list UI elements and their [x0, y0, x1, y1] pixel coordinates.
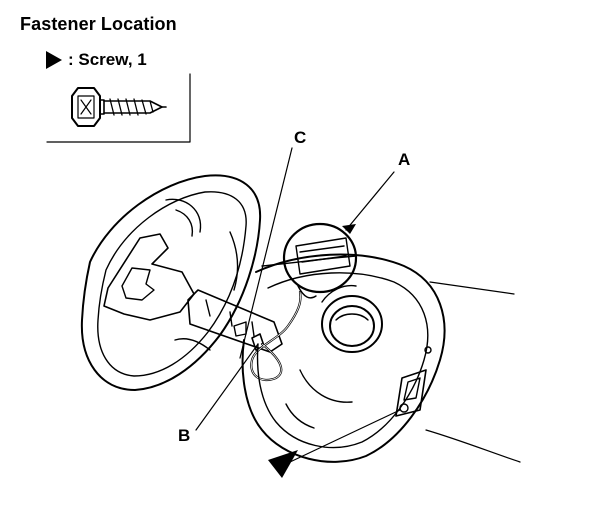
leader-a-arrowhead: [342, 224, 356, 234]
callout-c: C: [294, 128, 307, 147]
leader-c: [239, 147, 293, 359]
triangle-pointer-icon: [46, 51, 62, 69]
fastener-legend: : Screw, 1: [46, 50, 147, 70]
callout-b: B: [178, 426, 191, 445]
filler-housing: [241, 253, 521, 463]
legend-box: [46, 73, 191, 143]
callout-a: A: [398, 150, 411, 169]
legend-label: : Screw, 1: [68, 50, 147, 69]
leader-a: [345, 171, 395, 231]
leader-b: [195, 343, 259, 431]
page-title: Fastener Location: [20, 14, 177, 34]
leader-screw: [289, 409, 401, 463]
screw-icon: [71, 87, 167, 127]
screw-pointer-icon: [268, 450, 298, 478]
tether-cord: [250, 290, 302, 382]
